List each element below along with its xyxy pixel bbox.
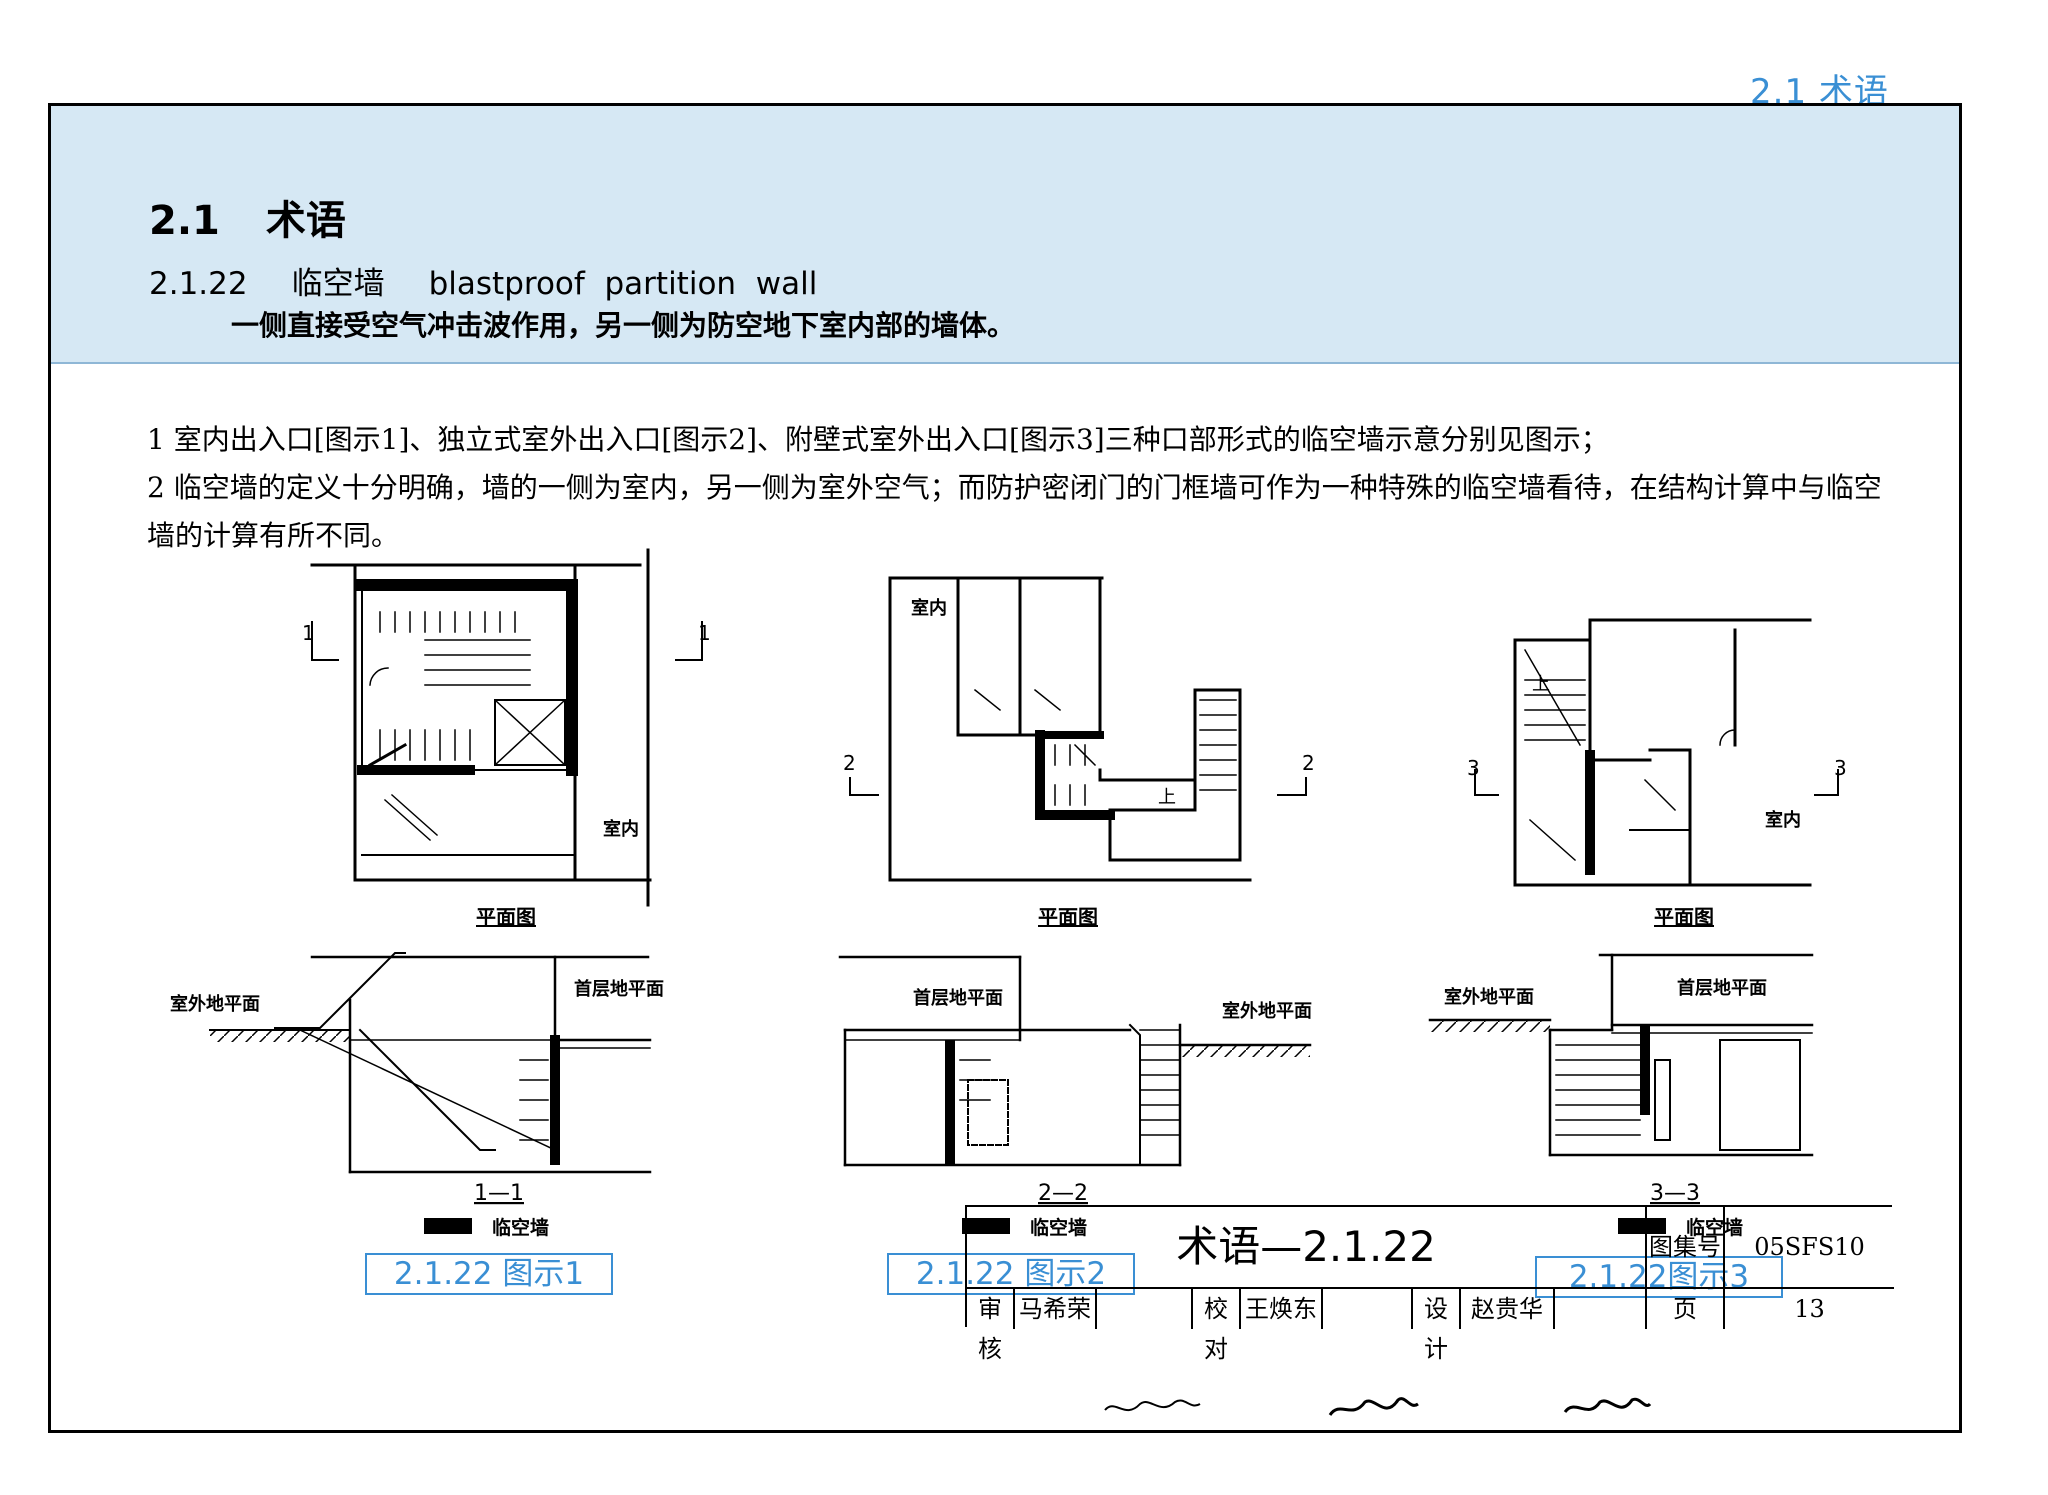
- fig3-legend-text: 临空墙: [1686, 1216, 1743, 1239]
- note-2-cont: 墙的计算有所不同。: [147, 519, 400, 552]
- fig1-legend-text: 临空墙: [492, 1216, 549, 1239]
- section-number: 2.1: [149, 198, 220, 244]
- review-signature-mark: [1104, 1399, 1201, 1411]
- figure-2-plan: [849, 576, 1307, 882]
- review-name: 马希荣: [1015, 1289, 1097, 1329]
- design-name: 赵贵华: [1461, 1289, 1555, 1329]
- title-block: 术语—2.1.22 图集号 05SFS10 审核 马希荣 校对 王焕东 设计 赵…: [965, 1205, 1894, 1363]
- figure-3-section: [1428, 953, 1814, 1157]
- fig3-plan-title: 平面图: [1654, 905, 1714, 929]
- fig1-plan-title: 平面图: [476, 905, 536, 929]
- design-signature: [1555, 1289, 1647, 1329]
- fig2-legend-swatch: [962, 1218, 1010, 1234]
- drawing-title: 术语—2.1.22: [967, 1207, 1647, 1287]
- fig1-ground-outside: 室外地平面: [170, 993, 260, 1015]
- figure-2-section: [838, 955, 1312, 1167]
- fig3-ground-outside: 室外地平面: [1444, 986, 1534, 1008]
- notes: 1 室内出入口[图示1]、独立式室外出入口[图示2]、附壁式室外出入口[图示3]…: [147, 416, 1927, 560]
- term-zh: 临空墙: [291, 266, 385, 302]
- figure-1-caption: 2.1.22 图示1: [365, 1253, 613, 1295]
- review-label: 审核: [967, 1289, 1015, 1363]
- fig2-cut-mark-left: 2: [843, 751, 856, 775]
- term-band: 2.1 术语 2.1.22 临空墙 blastproof partition wall…: [51, 106, 1959, 364]
- fig3-stair-label: 上: [1532, 674, 1550, 695]
- figure-1-section: [209, 952, 652, 1174]
- fig2-cut-mark-right: 2: [1302, 751, 1315, 775]
- term-line: 2.1.22 临空墙 blastproof partition wall: [149, 258, 861, 303]
- check-name: 王焕东: [1241, 1289, 1323, 1329]
- note-1: 1 室内出入口[图示1]、独立式室外出入口[图示2]、附壁式室外出入口[图示3]…: [147, 423, 1609, 456]
- fig1-ground-first: 首层地平面: [574, 978, 664, 1000]
- section-name: 术语: [265, 198, 346, 244]
- design-signature-mark: [1563, 1397, 1652, 1414]
- fig1-legend-swatch: [424, 1218, 472, 1234]
- fig1-cut-mark-right: 1: [698, 621, 711, 645]
- figure-3-caption: 2.1.22图示3: [1535, 1256, 1783, 1298]
- check-label: 校对: [1193, 1289, 1241, 1363]
- fig2-room-label: 室内: [911, 597, 947, 619]
- term-number: 2.1.22: [149, 266, 248, 302]
- figure-3-plan: [1474, 618, 1839, 887]
- fig1-room-label: 室内: [603, 818, 639, 840]
- page-number: 13: [1794, 1295, 1825, 1323]
- term-en: blastproof partition wall: [428, 266, 818, 302]
- term-definition: 一侧直接受空气冲击波作用，另一侧为防空地下室内部的墙体。: [231, 309, 1016, 342]
- figure-2-caption: 2.1.22 图示2: [887, 1253, 1135, 1295]
- fig2-legend-text: 临空墙: [1030, 1216, 1087, 1239]
- fig3-section-title: 3—3: [1650, 1181, 1700, 1206]
- fig3-cut-mark-left: 3: [1467, 756, 1480, 780]
- check-signature: [1323, 1289, 1413, 1329]
- fig3-ground-first: 首层地平面: [1677, 977, 1767, 999]
- fig3-room-label: 室内: [1765, 809, 1801, 831]
- fig2-ground-outside: 室外地平面: [1222, 1000, 1312, 1022]
- fig2-stair-label: 上: [1158, 787, 1176, 808]
- signature-row: 审核 马希荣 校对 王焕东 设计 赵贵华 页 13: [967, 1287, 1894, 1363]
- fig2-plan-title: 平面图: [1038, 905, 1098, 929]
- figure-1-plan: [310, 548, 703, 907]
- design-label: 设计: [1413, 1289, 1461, 1363]
- fig2-ground-first: 首层地平面: [913, 987, 1003, 1009]
- check-signature-mark: [1328, 1397, 1419, 1416]
- fig1-cut-mark-left: 1: [302, 621, 315, 645]
- section-title: 2.1 术语: [149, 188, 346, 246]
- page-frame: 2.1 术语 2.1.22 临空墙 blastproof partition wall…: [48, 103, 1962, 1433]
- fig3-legend-swatch: [1618, 1218, 1666, 1234]
- fig1-section-title: 1—1: [474, 1181, 524, 1206]
- note-2: 2 临空墙的定义十分明确，墙的一侧为室内，另一侧为室外空气；而防护密闭门的门框墙…: [147, 471, 1882, 504]
- fig2-section-title: 2—2: [1038, 1181, 1088, 1206]
- atlas-no-label: 图集号: [1647, 1207, 1725, 1287]
- review-signature: [1097, 1289, 1193, 1329]
- page-label: 页: [1647, 1289, 1725, 1329]
- atlas-no: 05SFS10: [1754, 1233, 1865, 1261]
- fig3-cut-mark-right: 3: [1834, 756, 1847, 780]
